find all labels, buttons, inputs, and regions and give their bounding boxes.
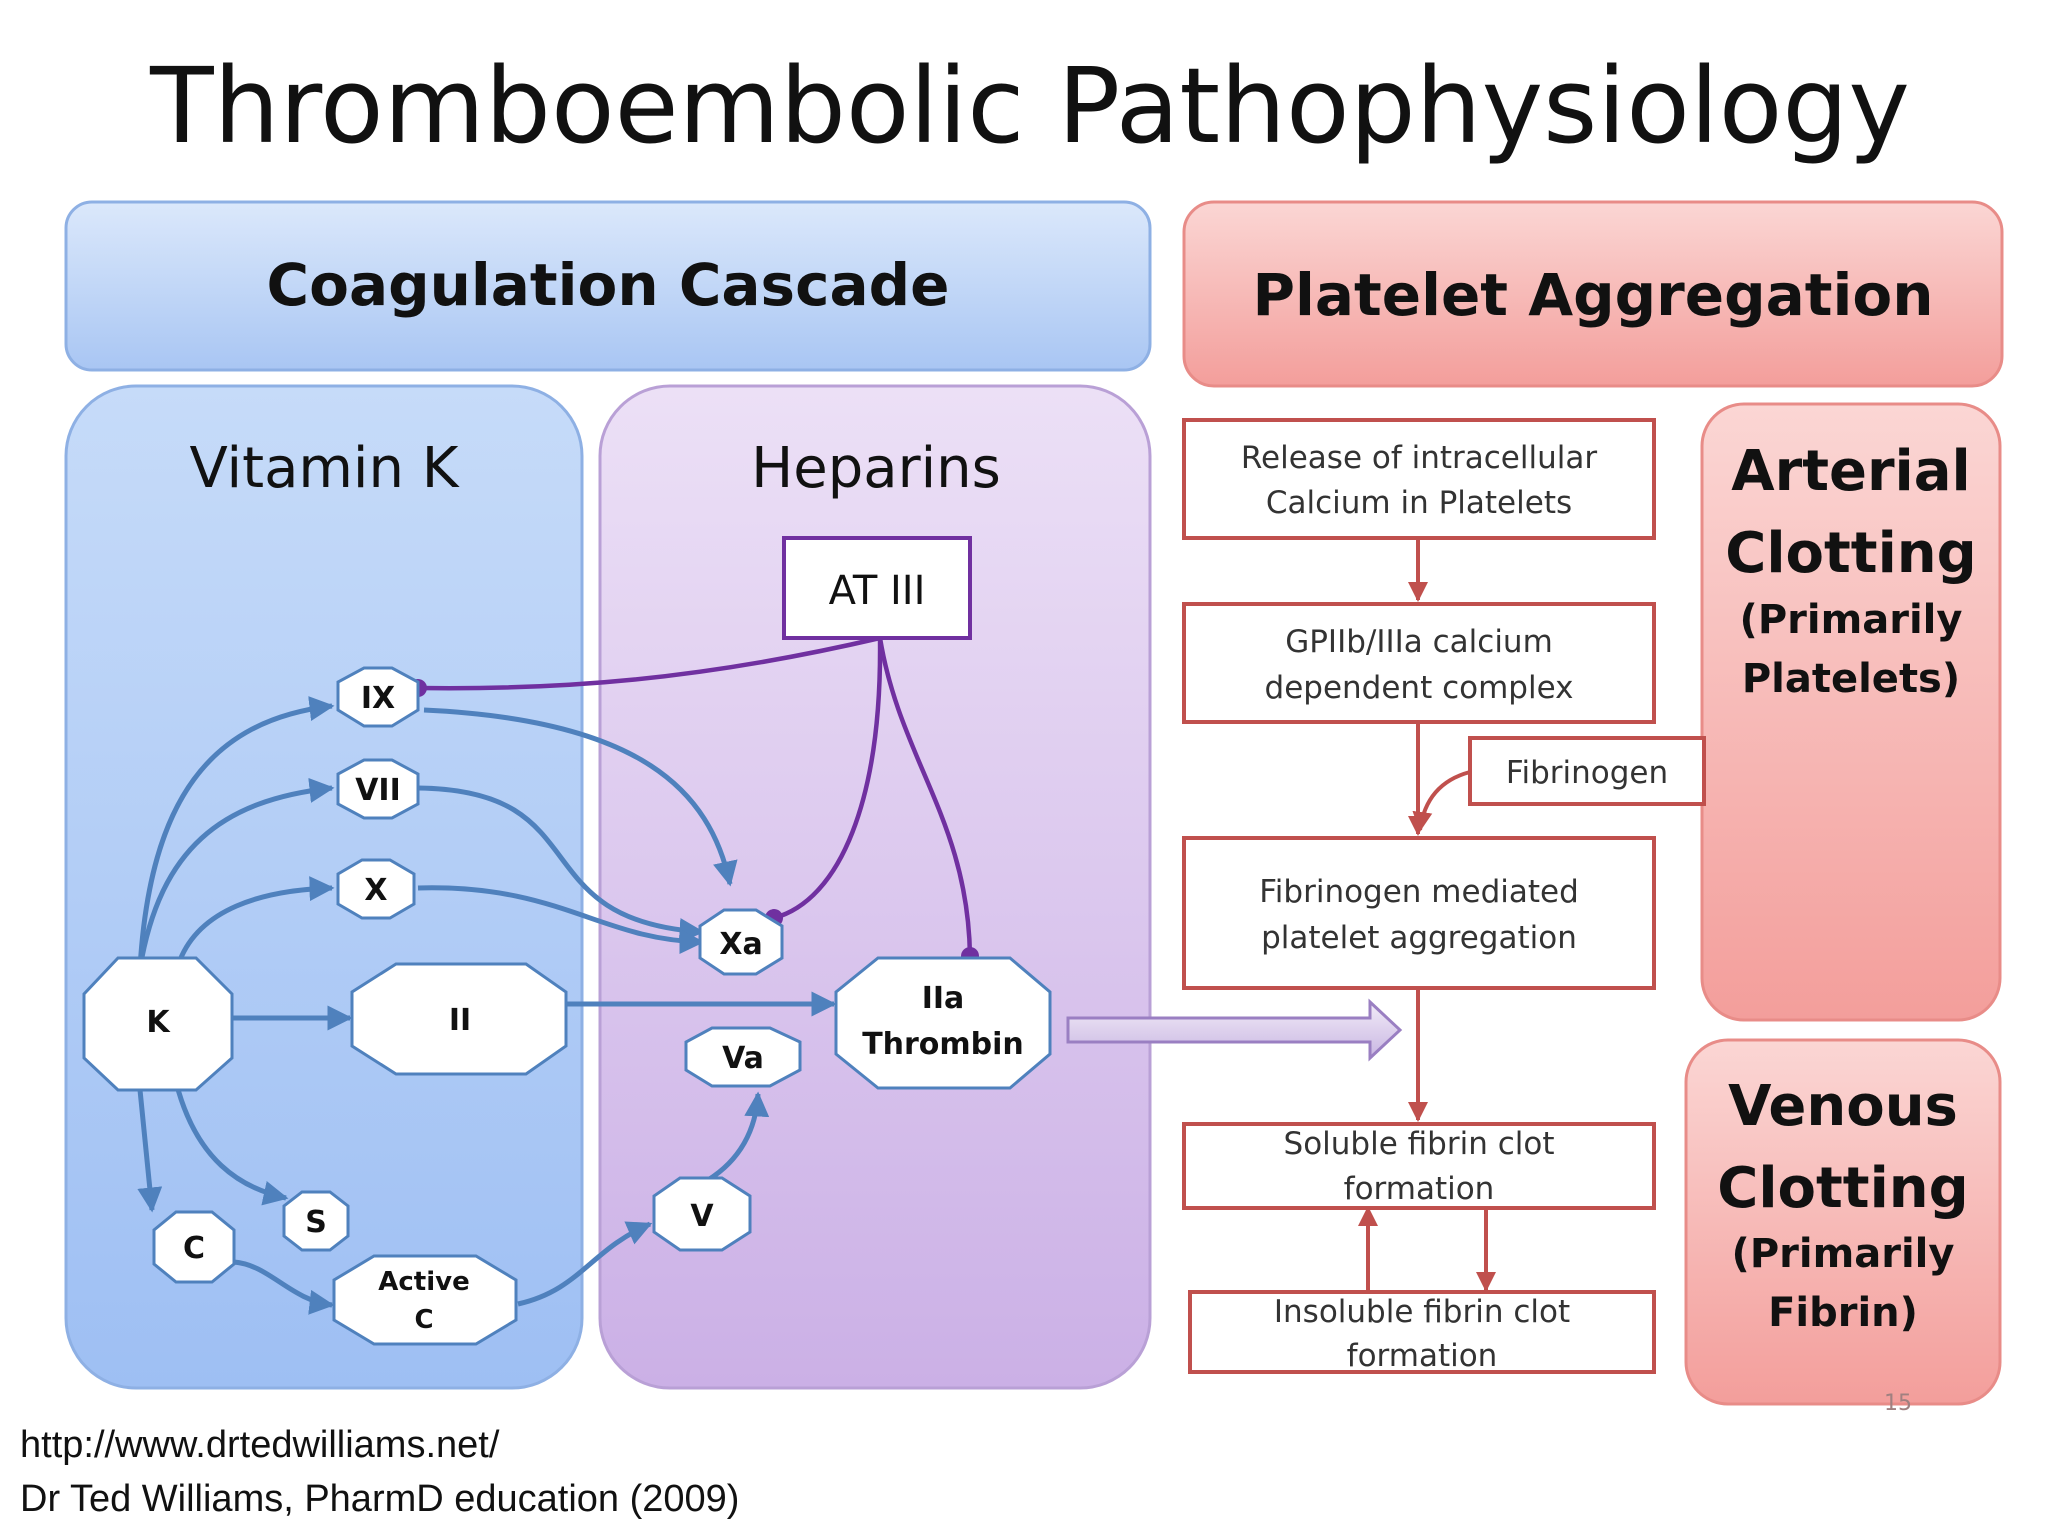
node-xa: Xa bbox=[698, 908, 784, 976]
arterial-clotting-panel: Arterial Clotting (Primarily Platelets) bbox=[1700, 402, 2002, 1022]
platelet-header: Platelet Aggregation bbox=[1182, 200, 2004, 388]
coagulation-header: Coagulation Cascade bbox=[64, 200, 1152, 372]
node-ix: IX bbox=[336, 666, 420, 728]
venous-label-1: Venous bbox=[1728, 1074, 1958, 1139]
box-soluble-fibrin: Soluble fibrin clot formation bbox=[1182, 1122, 1656, 1210]
cascade-arrows bbox=[137, 696, 837, 1315]
node-vii: VII bbox=[336, 758, 420, 820]
at3-box: AT III bbox=[782, 536, 972, 640]
node-x-label: X bbox=[364, 873, 387, 908]
node-ix-label: IX bbox=[361, 681, 395, 716]
arterial-label-3: (Primarily bbox=[1740, 597, 1963, 643]
node-c: C bbox=[152, 1210, 236, 1284]
box-soluble-line-1: Soluble fibrin clot bbox=[1284, 1126, 1555, 1162]
coagulation-header-label: Coagulation Cascade bbox=[267, 251, 950, 319]
node-k: K bbox=[82, 956, 234, 1092]
arrow-k-to-ix bbox=[137, 696, 335, 969]
node-active-c-label-1: Active bbox=[378, 1267, 469, 1297]
box-insoluble-fibrin: Insoluble fibrin clot formation bbox=[1188, 1290, 1656, 1374]
at3-label: AT III bbox=[829, 568, 926, 614]
arrow-k-to-c bbox=[137, 1089, 163, 1213]
box-insoluble-line-2: formation bbox=[1347, 1338, 1498, 1374]
box-gp-line-2: dependent complex bbox=[1265, 670, 1574, 706]
node-k-label: K bbox=[146, 1005, 171, 1040]
venous-clotting-panel: Venous Clotting (Primarily Fibrin) 15 bbox=[1684, 1038, 2002, 1416]
vitamin-k-label: Vitamin K bbox=[189, 436, 459, 501]
platelet-boxes: Release of intracellular Calcium in Plat… bbox=[1182, 418, 1706, 1374]
node-ii: II bbox=[350, 962, 568, 1076]
node-active-c: Active C bbox=[332, 1254, 518, 1346]
node-v-label: V bbox=[690, 1199, 714, 1234]
box-fibrinogen-mediated: Fibrinogen mediated platelet aggregation bbox=[1182, 836, 1656, 990]
heparins-panel: Heparins bbox=[598, 384, 1152, 1390]
arterial-label-4: Platelets) bbox=[1742, 656, 1960, 702]
box-gp-line-1: GPIIb/IIIa calcium bbox=[1285, 624, 1553, 660]
box-fibrinogen: Fibrinogen bbox=[1468, 736, 1706, 806]
venous-label-2: Clotting bbox=[1717, 1156, 1968, 1221]
platelet-header-label: Platelet Aggregation bbox=[1253, 261, 1934, 329]
arrow-k-to-s bbox=[173, 1081, 289, 1206]
line-at3-to-ix bbox=[409, 635, 881, 697]
node-xa-label: Xa bbox=[719, 927, 762, 962]
arrow-k-to-x bbox=[177, 876, 335, 961]
platelet-flow-connectors bbox=[1358, 538, 1496, 1292]
box-soluble-line-2: formation bbox=[1344, 1171, 1495, 1207]
node-active-c-label-2: C bbox=[414, 1305, 433, 1335]
node-s: S bbox=[282, 1190, 350, 1252]
heparins-label: Heparins bbox=[751, 436, 1001, 501]
node-iia-label: IIa bbox=[922, 981, 965, 1016]
footer-credit: Dr Ted Williams, PharmD education (2009) bbox=[20, 1478, 740, 1520]
arterial-label-2: Clotting bbox=[1725, 521, 1976, 586]
node-x: X bbox=[336, 858, 416, 920]
at3-inhibition-lines bbox=[409, 635, 979, 965]
arrow-c-to-active-c bbox=[233, 1259, 335, 1315]
arterial-label-1: Arterial bbox=[1731, 439, 1971, 504]
node-s-label: S bbox=[305, 1205, 327, 1240]
arrow-vii-to-xa bbox=[417, 785, 705, 943]
arrow-fibrinogen-merge bbox=[1412, 770, 1471, 832]
node-ii-label: II bbox=[449, 1003, 471, 1038]
box-fibrinogen-label: Fibrinogen bbox=[1506, 755, 1668, 791]
node-iia-thrombin: IIa Thrombin bbox=[834, 956, 1052, 1090]
venous-label-4: Fibrin) bbox=[1768, 1290, 1918, 1336]
page-title: Thromboembolic Pathophysiology bbox=[149, 45, 1910, 167]
slide-number: 15 bbox=[1884, 1391, 1912, 1416]
box-insoluble-line-1: Insoluble fibrin clot bbox=[1274, 1294, 1570, 1330]
venous-label-3: (Primarily bbox=[1732, 1231, 1955, 1277]
node-va-label: Va bbox=[722, 1041, 764, 1076]
box-mediated-line-1: Fibrinogen mediated bbox=[1259, 874, 1579, 910]
node-c-label: C bbox=[183, 1231, 205, 1266]
arrow-ix-to-xa bbox=[423, 707, 738, 887]
node-v: V bbox=[652, 1176, 752, 1252]
node-va: Va bbox=[684, 1026, 802, 1088]
box-release-calcium: Release of intracellular Calcium in Plat… bbox=[1182, 418, 1656, 540]
box-release-line-2: Calcium in Platelets bbox=[1266, 485, 1572, 521]
factor-nodes: IX VII X Xa K II IIa Thrombin Va bbox=[82, 666, 1052, 1346]
box-mediated-line-2: platelet aggregation bbox=[1261, 920, 1577, 956]
box-gpiib-iiia: GPIIb/IIIa calcium dependent complex bbox=[1182, 602, 1656, 724]
thrombin-to-platelet-arrow bbox=[1066, 998, 1403, 1062]
arrow-active-c-to-v bbox=[517, 1221, 653, 1307]
arrow-x-to-xa bbox=[417, 885, 705, 955]
arrow-v-to-va bbox=[706, 1091, 770, 1183]
node-thrombin-label: Thrombin bbox=[862, 1027, 1024, 1062]
arrow-k-to-vii bbox=[137, 777, 335, 969]
footer-url[interactable]: http://www.drtedwilliams.net/ bbox=[20, 1424, 500, 1466]
line-at3-to-iia bbox=[877, 637, 979, 965]
box-release-line-1: Release of intracellular bbox=[1241, 440, 1597, 476]
node-vii-label: VII bbox=[355, 773, 401, 808]
line-at3-to-xa bbox=[765, 637, 883, 927]
